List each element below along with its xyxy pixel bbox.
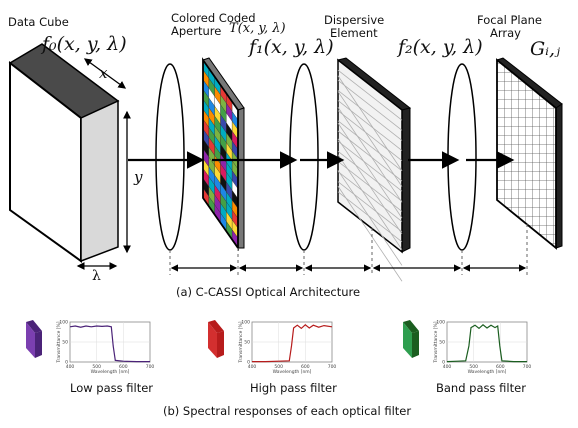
y-axis-symbol: y bbox=[134, 168, 143, 186]
x-axis-symbol: x bbox=[99, 64, 108, 82]
y-axis-label: Transmittance [%] bbox=[433, 321, 439, 363]
f0-function-label: f₀(x, y, λ) bbox=[42, 33, 127, 55]
spectral-response-curve bbox=[446, 324, 527, 363]
lambda-axis-symbol: λ bbox=[92, 268, 101, 284]
x-tick-label: 700 bbox=[523, 364, 532, 370]
y-tick-label: 50 bbox=[244, 340, 250, 346]
dispersion-line bbox=[337, 171, 403, 222]
data-cube bbox=[8, 43, 131, 270]
x-tick-label: 600 bbox=[301, 364, 310, 370]
x-dimension-arrow bbox=[83, 58, 127, 89]
dispersive-label-line2: Element bbox=[330, 26, 378, 40]
y-tick-label: 100 bbox=[241, 320, 250, 326]
coded-aperture bbox=[202, 57, 245, 251]
y-axis-label: Transmittance [%] bbox=[56, 321, 62, 363]
y-tick-label: 0 bbox=[65, 360, 68, 366]
f1-function-label: f₁(x, y, λ) bbox=[249, 36, 334, 58]
dispersion-line bbox=[337, 140, 403, 192]
dispersion-line bbox=[337, 69, 403, 121]
x-tick-label: 400 bbox=[66, 364, 75, 370]
x-tick-label: 700 bbox=[328, 364, 337, 370]
lens-2 bbox=[289, 63, 319, 251]
dispersion-line bbox=[337, 79, 403, 131]
filter-icon-face bbox=[208, 322, 217, 358]
filter-icon-face bbox=[403, 322, 412, 358]
x-tick-label: 600 bbox=[496, 364, 505, 370]
x-tick-label: 400 bbox=[443, 364, 452, 370]
y-tick-label: 100 bbox=[436, 320, 445, 326]
x-tick-label: 600 bbox=[119, 364, 128, 370]
filter-name-low-pass: Low pass filter bbox=[70, 381, 154, 395]
filter-name-band-pass: Band pass filter bbox=[436, 381, 526, 395]
dispersive-label-line1: Dispersive bbox=[324, 13, 385, 27]
f2-function-label: f₂(x, y, λ) bbox=[398, 36, 483, 58]
aperture-function-label: T(x, y, λ) bbox=[229, 21, 286, 36]
dispersion-diagonal bbox=[337, 170, 403, 266]
focal-plane-array bbox=[495, 57, 563, 250]
y-tick-label: 0 bbox=[442, 360, 445, 366]
dispersion-diagonal bbox=[337, 154, 403, 250]
coded-aperture-label-line1: Colored Coded bbox=[171, 11, 256, 25]
dispersion-diagonal bbox=[337, 138, 403, 235]
caption-b: (b) Spectral responses of each optical f… bbox=[163, 404, 412, 418]
dispersion-diagonal bbox=[337, 75, 403, 172]
dispersion-line bbox=[337, 150, 403, 202]
filter-icon-side bbox=[412, 331, 419, 358]
y-tick-label: 100 bbox=[59, 320, 68, 326]
aperture-color-cells bbox=[202, 59, 239, 249]
focal-plane-label-line2: Array bbox=[490, 26, 521, 40]
x-axis-label: Wavelength [nm] bbox=[468, 369, 507, 375]
dispersion-diagonal bbox=[337, 91, 403, 187]
x-tick-label: 500 bbox=[469, 364, 478, 370]
y-axis-label: Transmittance [%] bbox=[238, 321, 244, 363]
filter-name-high-pass: High pass filter bbox=[250, 381, 337, 395]
dispersion-diagonal bbox=[337, 107, 403, 203]
x-tick-label: 500 bbox=[92, 364, 101, 370]
distance-guides bbox=[169, 224, 528, 275]
spectral-response-curve bbox=[252, 324, 333, 363]
y-tick-label: 50 bbox=[439, 340, 445, 346]
data-cube-label: Data Cube bbox=[8, 15, 69, 29]
filter-icon-top bbox=[403, 320, 419, 333]
coded-aperture-label-line2: Aperture bbox=[171, 24, 222, 38]
y-tick-label: 0 bbox=[247, 360, 250, 366]
filter-icon-face bbox=[26, 322, 35, 358]
dispersion-diagonal bbox=[337, 122, 403, 219]
x-tick-label: 700 bbox=[146, 364, 155, 370]
x-axis-label: Wavelength [nm] bbox=[273, 369, 312, 375]
filter-icon-top bbox=[26, 320, 42, 333]
filter-icon-side bbox=[35, 331, 42, 358]
dispersion-line bbox=[337, 120, 403, 172]
lens-3 bbox=[447, 63, 477, 251]
filter-icon-side bbox=[217, 331, 224, 358]
data-cube-front-face bbox=[80, 99, 119, 263]
x-axis-label: Wavelength [nm] bbox=[91, 369, 130, 375]
g-function-label: Gᵢ,ⱼ bbox=[530, 38, 561, 60]
x-tick-label: 400 bbox=[248, 364, 257, 370]
x-tick-label: 500 bbox=[274, 364, 283, 370]
focal-plane-label-line1: Focal Plane bbox=[477, 13, 543, 27]
lens-1 bbox=[155, 63, 185, 251]
dispersive-element bbox=[336, 57, 412, 282]
spectral-response-curve bbox=[69, 325, 150, 363]
filter-icon-top bbox=[208, 320, 224, 333]
y-tick-label: 50 bbox=[62, 340, 68, 346]
dispersion-line bbox=[337, 90, 403, 141]
caption-a: (a) C-CASSI Optical Architecture bbox=[176, 285, 361, 299]
dispersion-line bbox=[337, 100, 403, 151]
dispersion-line bbox=[337, 181, 403, 233]
dispersion-line bbox=[337, 110, 403, 162]
